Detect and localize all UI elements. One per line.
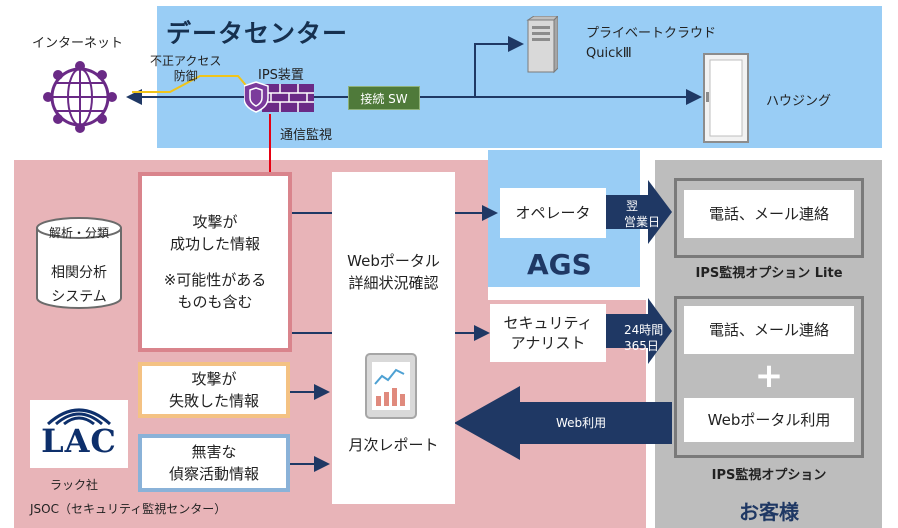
analyst-to-customer-arrow — [605, 298, 672, 364]
scan-info-box: 無害な 偵察活動情報 — [138, 434, 290, 492]
portal-line1: Webポータル — [347, 252, 440, 270]
globe-icon — [43, 61, 117, 133]
attack-success-line3: ※可能性がある — [163, 271, 267, 289]
operator-box: オペレータ — [500, 188, 606, 238]
h24-line1: 24時間 — [624, 323, 664, 337]
customer-label: お客様 — [739, 500, 799, 524]
attack-success-line2: 成功した情報 — [169, 235, 260, 253]
ags-label: AGS — [527, 248, 592, 281]
private-cloud-label: プライベートクラウド — [586, 26, 717, 41]
analyst-line1: セキュリティ — [503, 314, 593, 332]
quick-label: QuickⅢ — [586, 46, 632, 61]
sw-to-cloud-arrow — [474, 36, 524, 97]
attack-fail-box: 攻撃が 失敗した情報 — [138, 362, 290, 418]
analysis-line1: 相関分析 — [51, 265, 107, 281]
server-icon — [526, 16, 558, 74]
attack-success-box: 攻撃が 成功した情報 ※可能性がある ものも含む — [138, 172, 292, 352]
lite-contact-label: 電話、メール連絡 — [708, 205, 829, 223]
web-portal-panel — [332, 172, 455, 504]
lac-logo-text: LAC — [41, 422, 117, 460]
web-use-label: Web利用 — [556, 416, 607, 430]
scan-line2: 偵察活動情報 — [168, 465, 259, 483]
connection-switch: 接続 SW — [348, 86, 420, 110]
housing-label: ハウジング — [766, 94, 832, 109]
attack-success-line1: 攻撃が — [192, 213, 238, 231]
unauthorized-access-label: 不正アクセス 防御 — [150, 54, 222, 83]
datacenter-region — [157, 6, 882, 148]
next-day-label: 翌 営業日 — [624, 198, 666, 230]
rack-icon — [703, 53, 749, 143]
analysis-head: 解析・分類 — [48, 226, 109, 240]
operator-to-customer-arrow — [605, 180, 672, 244]
datacenter-title: データセンター — [166, 19, 349, 48]
internet-label: インターネット — [32, 36, 124, 51]
lac-company-label: ラック社 — [50, 478, 99, 492]
web-portal-use-box: Webポータル利用 — [684, 398, 854, 442]
lite-option-label: IPS監視オプション Lite — [695, 266, 843, 281]
web-use-arrow — [454, 386, 672, 460]
monitor-label: 通信監視 — [280, 128, 333, 143]
attack-fail-line2: 失敗した情報 — [168, 392, 259, 410]
option-frame — [674, 296, 864, 458]
lac-logo: LAC — [30, 400, 128, 468]
option-label: IPS監視オプション — [711, 468, 827, 483]
monthly-report-label: 月次レポート — [348, 436, 439, 454]
lite-option-frame — [674, 178, 864, 258]
switch-label: 接続 SW — [360, 91, 408, 106]
analysis-line2: システム — [51, 289, 107, 305]
h24-line2: 365日 — [624, 339, 659, 353]
scan-line1: 無害な — [191, 443, 237, 461]
option-contact-box: 電話、メール連絡 — [684, 306, 854, 354]
analysis-db-icon — [36, 217, 122, 309]
option-contact-label: 電話、メール連絡 — [708, 321, 829, 339]
ips-label: IPS装置 — [258, 68, 304, 83]
operator-label: オペレータ — [515, 204, 591, 222]
web-portal-use-label: Webポータル利用 — [707, 411, 831, 429]
attack-fail-line1: 攻撃が — [191, 370, 237, 388]
ips-firewall-icon — [244, 81, 314, 113]
lac-logo-mark — [46, 408, 112, 426]
next-day-line1: 翌 — [626, 199, 639, 213]
plus-icon: + — [754, 356, 784, 396]
next-day-line2: 営業日 — [624, 215, 661, 229]
lite-contact-box: 電話、メール連絡 — [684, 190, 854, 238]
analyst-line2: アナリスト — [510, 334, 586, 352]
analyst-box: セキュリティ アナリスト — [490, 304, 606, 362]
ags-region-top — [488, 150, 640, 180]
portal-line2: 詳細状況確認 — [348, 274, 439, 292]
attack-success-line4: ものも含む — [177, 293, 253, 311]
h24-label: 24時間 365日 — [624, 322, 663, 354]
report-icon — [365, 353, 417, 419]
jsoc-label: JSOC（セキュリティ監視センター） — [30, 502, 227, 516]
attack-block-line — [132, 75, 251, 93]
